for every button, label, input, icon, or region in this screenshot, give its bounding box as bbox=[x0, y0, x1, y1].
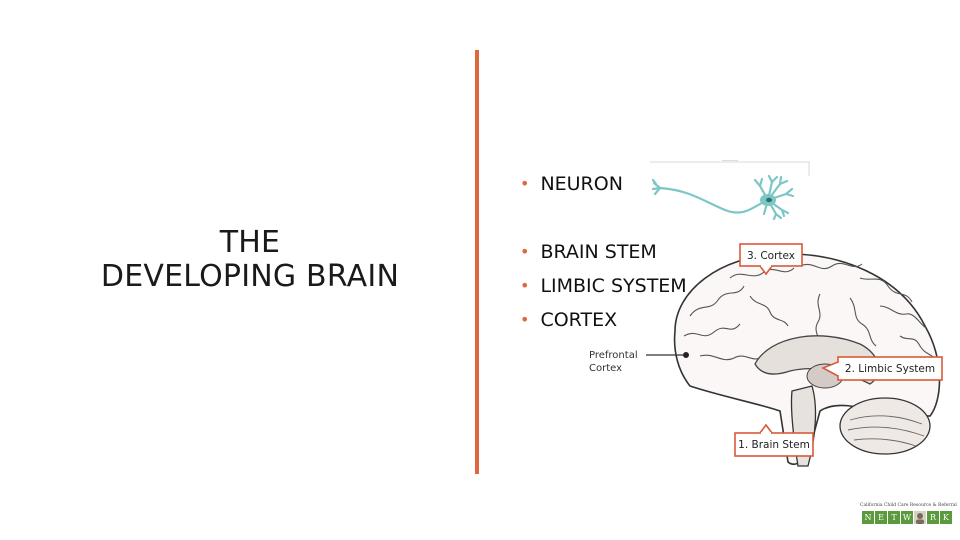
network-logo: California Child Care Resource & Referra… bbox=[860, 503, 957, 527]
prefrontal-label-line-2: Cortex bbox=[589, 363, 622, 374]
bullet-label: LIMBIC SYSTEM bbox=[540, 275, 687, 297]
brain-diagram: 3. Cortex Prefrontal Cortex 2. Limbic Sy… bbox=[580, 236, 960, 498]
brain-svg: 3. Cortex Prefrontal Cortex 2. Limbic Sy… bbox=[589, 243, 943, 467]
vertical-divider bbox=[475, 50, 479, 474]
bullet-label: NEURON bbox=[540, 173, 623, 195]
neuron-svg bbox=[650, 159, 810, 221]
limbic-label: 2. Limbic System bbox=[845, 363, 935, 375]
bullet-label: CORTEX bbox=[540, 309, 618, 331]
logo-letter: R bbox=[927, 511, 939, 524]
bullet-dot: • bbox=[520, 174, 530, 193]
bullet-cortex: • CORTEX bbox=[520, 308, 617, 333]
logo-letter: K bbox=[940, 511, 952, 524]
logo-letter-row: N E T W R K bbox=[862, 511, 952, 524]
logo-caption: California Child Care Resource & Referra… bbox=[860, 503, 957, 508]
neuron-illustration bbox=[650, 159, 810, 222]
logo-letter: W bbox=[901, 511, 913, 524]
logo-face-icon bbox=[914, 511, 926, 524]
bullet-neuron: • NEURON bbox=[520, 172, 623, 197]
prefrontal-label-line-1: Prefrontal bbox=[589, 350, 638, 361]
slide-title-line-1: THE bbox=[219, 225, 281, 260]
logo-letter: N bbox=[862, 511, 874, 524]
slide-title: THE DEVELOPING BRAIN bbox=[70, 226, 430, 294]
logo-letter: T bbox=[888, 511, 900, 524]
bullet-dot: • bbox=[520, 310, 530, 329]
bullet-dot: • bbox=[520, 242, 530, 261]
brainstem-label: 1. Brain Stem bbox=[738, 439, 810, 451]
brainstem-callout: 1. Brain Stem bbox=[734, 423, 814, 457]
slide-title-line-2: DEVELOPING BRAIN bbox=[100, 259, 400, 294]
logo-letter: E bbox=[875, 511, 887, 524]
prefrontal-callout: Prefrontal Cortex bbox=[589, 350, 689, 374]
bullet-limbic-system: • LIMBIC SYSTEM bbox=[520, 274, 687, 299]
limbic-callout: 2. Limbic System bbox=[821, 356, 943, 381]
bullet-dot: • bbox=[520, 276, 530, 295]
bullet-label: BRAIN STEM bbox=[540, 241, 657, 263]
bullet-brain-stem: • BRAIN STEM bbox=[520, 240, 657, 265]
cortex-label: 3. Cortex bbox=[747, 250, 795, 262]
cortex-callout: 3. Cortex bbox=[739, 243, 803, 276]
cerebellum-shape bbox=[839, 397, 931, 455]
